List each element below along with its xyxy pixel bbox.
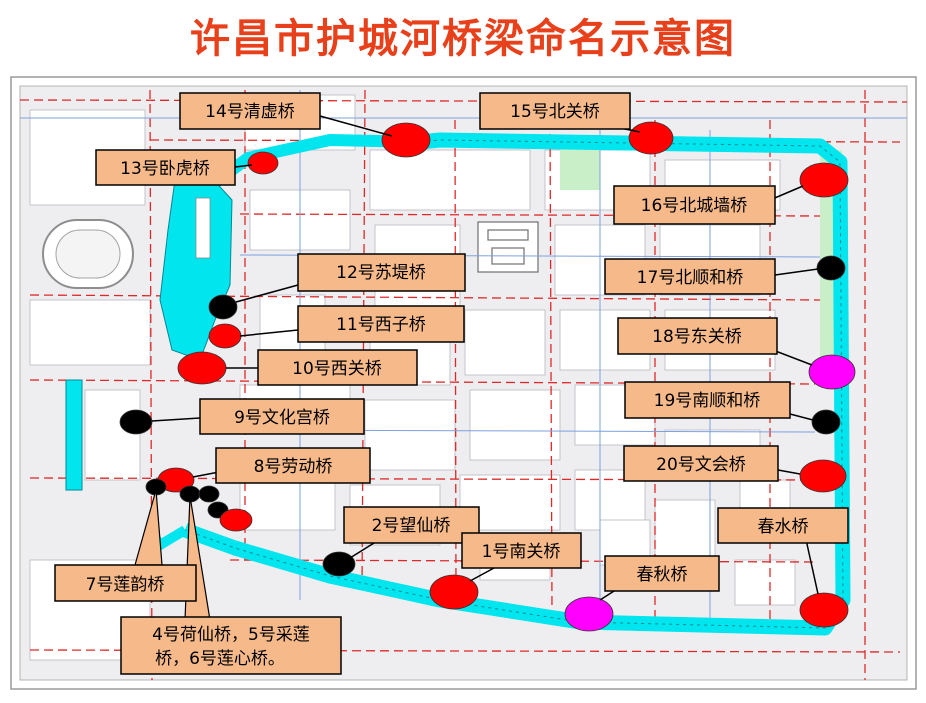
stadium bbox=[42, 219, 134, 289]
callout-chunshui-box bbox=[717, 507, 849, 544]
callout-9-box bbox=[199, 398, 365, 435]
bridge-9-marker[interactable] bbox=[119, 409, 153, 435]
label-bridge-10: 10号西关桥 bbox=[292, 359, 382, 379]
label-bridge-19: 19号南顺和桥 bbox=[654, 391, 761, 411]
callout-18-box bbox=[617, 317, 778, 355]
label-bridge-14: 14号清虚桥 bbox=[205, 102, 295, 122]
callout-11-box bbox=[297, 305, 465, 343]
label-bridge-15: 15号北关桥 bbox=[510, 102, 600, 122]
callout-10-box bbox=[257, 349, 418, 386]
label-bridge-chunshui: 春水桥 bbox=[758, 517, 809, 537]
callout-labels: 14号清虚桥 15号北关桥 13号卧虎桥 16号北城墙桥 12号苏堤桥 17号北… bbox=[86, 102, 809, 669]
map-title: 许昌市护城河桥梁命名示意图 bbox=[190, 16, 736, 62]
label-bridge-2: 2号望仙桥 bbox=[372, 516, 451, 536]
bridge-1-marker[interactable] bbox=[429, 574, 479, 610]
bridge-19-marker[interactable] bbox=[811, 409, 841, 435]
label-bridge-12: 12号苏堤桥 bbox=[336, 263, 426, 283]
bridge-12-marker[interactable] bbox=[208, 294, 238, 320]
label-bridge-4-6-line1: 4号荷仙桥，5号采莲 bbox=[152, 625, 310, 645]
callout-20-box bbox=[623, 445, 779, 482]
callout-19-box bbox=[624, 381, 791, 419]
bridge-14-marker[interactable] bbox=[381, 122, 431, 158]
callout-16-box bbox=[613, 185, 776, 225]
label-bridge-chunqiu: 春秋桥 bbox=[637, 565, 688, 585]
label-bridge-9: 9号文化宫桥 bbox=[234, 408, 330, 428]
callout-7-box bbox=[54, 564, 197, 602]
callout-8-box bbox=[215, 447, 371, 484]
label-bridge-18: 18号东关桥 bbox=[652, 327, 742, 347]
callout-12-box bbox=[297, 253, 466, 292]
callout-boxes bbox=[54, 92, 849, 675]
label-bridge-16: 16号北城墙桥 bbox=[641, 196, 748, 216]
callout-2-box bbox=[343, 506, 480, 544]
label-bridge-11: 11号西子桥 bbox=[336, 315, 426, 335]
label-bridge-7: 7号莲韵桥 bbox=[86, 575, 165, 595]
bridge-6b-marker[interactable] bbox=[219, 508, 253, 532]
callout-1-box bbox=[461, 532, 582, 569]
bridge-15-marker[interactable] bbox=[628, 121, 674, 155]
bridge-chunqiu-marker[interactable] bbox=[564, 596, 614, 632]
bridge-11-marker[interactable] bbox=[208, 323, 242, 349]
bridge-2-marker[interactable] bbox=[322, 551, 356, 577]
callout-15-box bbox=[479, 92, 631, 130]
bridge-13-marker[interactable] bbox=[247, 151, 279, 175]
bridge-17-marker[interactable] bbox=[816, 255, 846, 281]
callout-14-box bbox=[179, 92, 321, 130]
label-bridge-20: 20号文会桥 bbox=[656, 455, 746, 475]
callout-4-6-box bbox=[120, 616, 342, 675]
bridge-chunshui-marker[interactable] bbox=[799, 592, 849, 628]
bridge-5-marker[interactable] bbox=[198, 485, 220, 503]
bridge-20-marker[interactable] bbox=[799, 459, 847, 493]
label-bridge-4-6-line2: 桥，6号莲心桥。 bbox=[155, 649, 285, 669]
bridge-16-marker[interactable] bbox=[799, 162, 849, 198]
central-landmark bbox=[477, 221, 539, 273]
bridge-10-marker[interactable] bbox=[177, 351, 227, 385]
label-bridge-17: 17号北顺和桥 bbox=[637, 268, 744, 288]
label-bridge-1: 1号南关桥 bbox=[482, 542, 561, 562]
label-bridge-13: 13号卧虎桥 bbox=[120, 159, 210, 179]
callout-chunqiu-box bbox=[604, 555, 720, 592]
bridge-18-marker[interactable] bbox=[808, 354, 856, 390]
callout-13-box bbox=[95, 149, 236, 186]
label-bridge-8: 8号劳动桥 bbox=[254, 457, 333, 477]
bridge-markers bbox=[119, 121, 856, 632]
callout-17-box bbox=[604, 258, 776, 295]
